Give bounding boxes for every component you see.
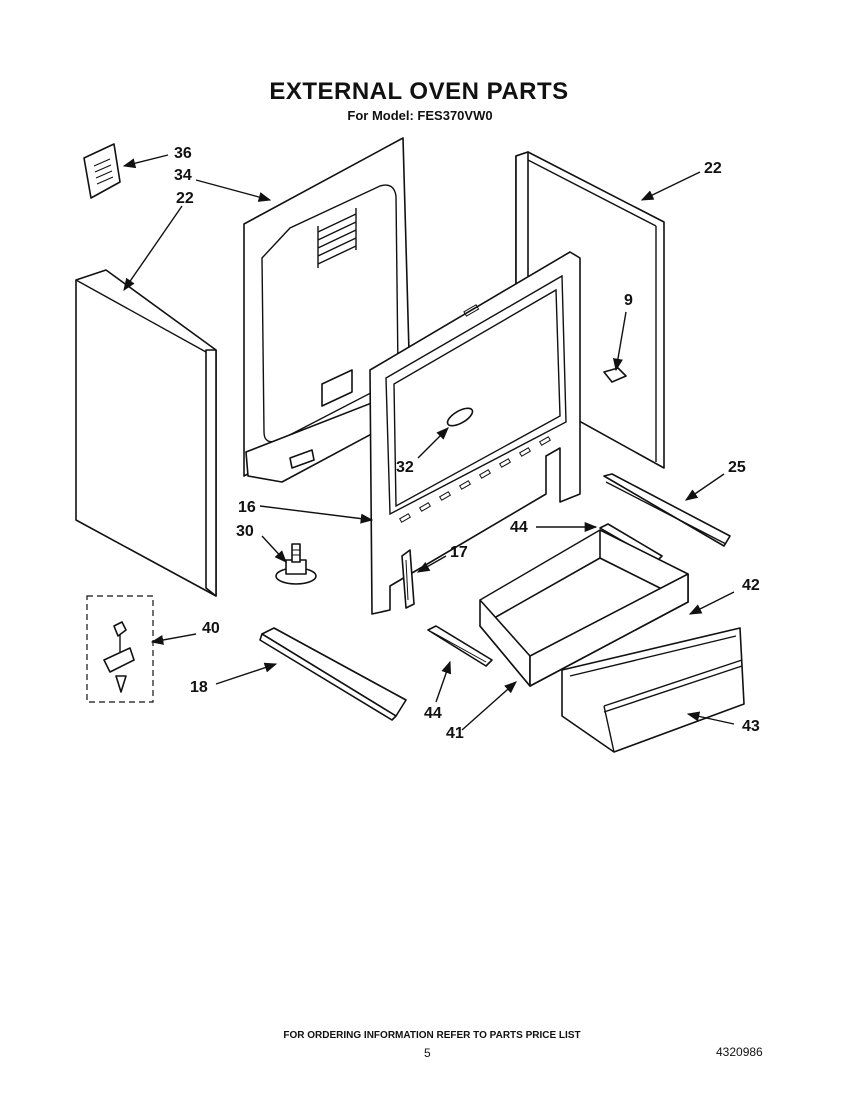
side-panel-left-icon <box>75 269 217 597</box>
page-number: 5 <box>424 1046 431 1060</box>
callout-40: 40 <box>202 620 220 637</box>
leveling-leg-icon <box>275 543 317 585</box>
bottom-rail-18-icon <box>259 627 407 721</box>
callout-17: 17 <box>450 544 468 561</box>
callout-44-upper: 44 <box>510 519 528 536</box>
label-card-icon <box>83 143 121 199</box>
callout-34: 34 <box>174 167 192 184</box>
drawer-box-icon <box>479 529 689 687</box>
callout-22-right: 22 <box>704 160 722 177</box>
page-title: EXTERNAL OVEN PARTS <box>269 78 569 105</box>
clip-32-icon <box>446 407 474 427</box>
callout-44-lower: 44 <box>424 705 442 722</box>
callout-25: 25 <box>728 459 746 476</box>
bracket-17-icon <box>401 549 415 609</box>
callout-16: 16 <box>238 499 256 516</box>
callout-18: 18 <box>190 679 208 696</box>
callout-42: 42 <box>742 577 760 594</box>
leader-lines <box>122 154 735 731</box>
rail-25-icon <box>603 473 731 547</box>
document-number: 4320986 <box>716 1045 763 1059</box>
ordering-info-note: FOR ORDERING INFORMATION REFER TO PARTS … <box>283 1030 581 1041</box>
screw-bracket-icon <box>86 595 154 703</box>
callout-22-left: 22 <box>176 190 194 207</box>
callout-32: 32 <box>396 459 414 476</box>
model-subtitle: For Model: FES370VW0 <box>347 108 493 123</box>
callout-41: 41 <box>446 725 464 742</box>
slide-44-lower-icon <box>427 625 493 667</box>
callout-30: 30 <box>236 523 254 540</box>
callout-9: 9 <box>624 292 633 309</box>
front-frame-icon <box>369 251 581 615</box>
callout-36: 36 <box>174 145 192 162</box>
callout-43: 43 <box>742 718 760 735</box>
drawer-front-icon <box>561 627 745 753</box>
